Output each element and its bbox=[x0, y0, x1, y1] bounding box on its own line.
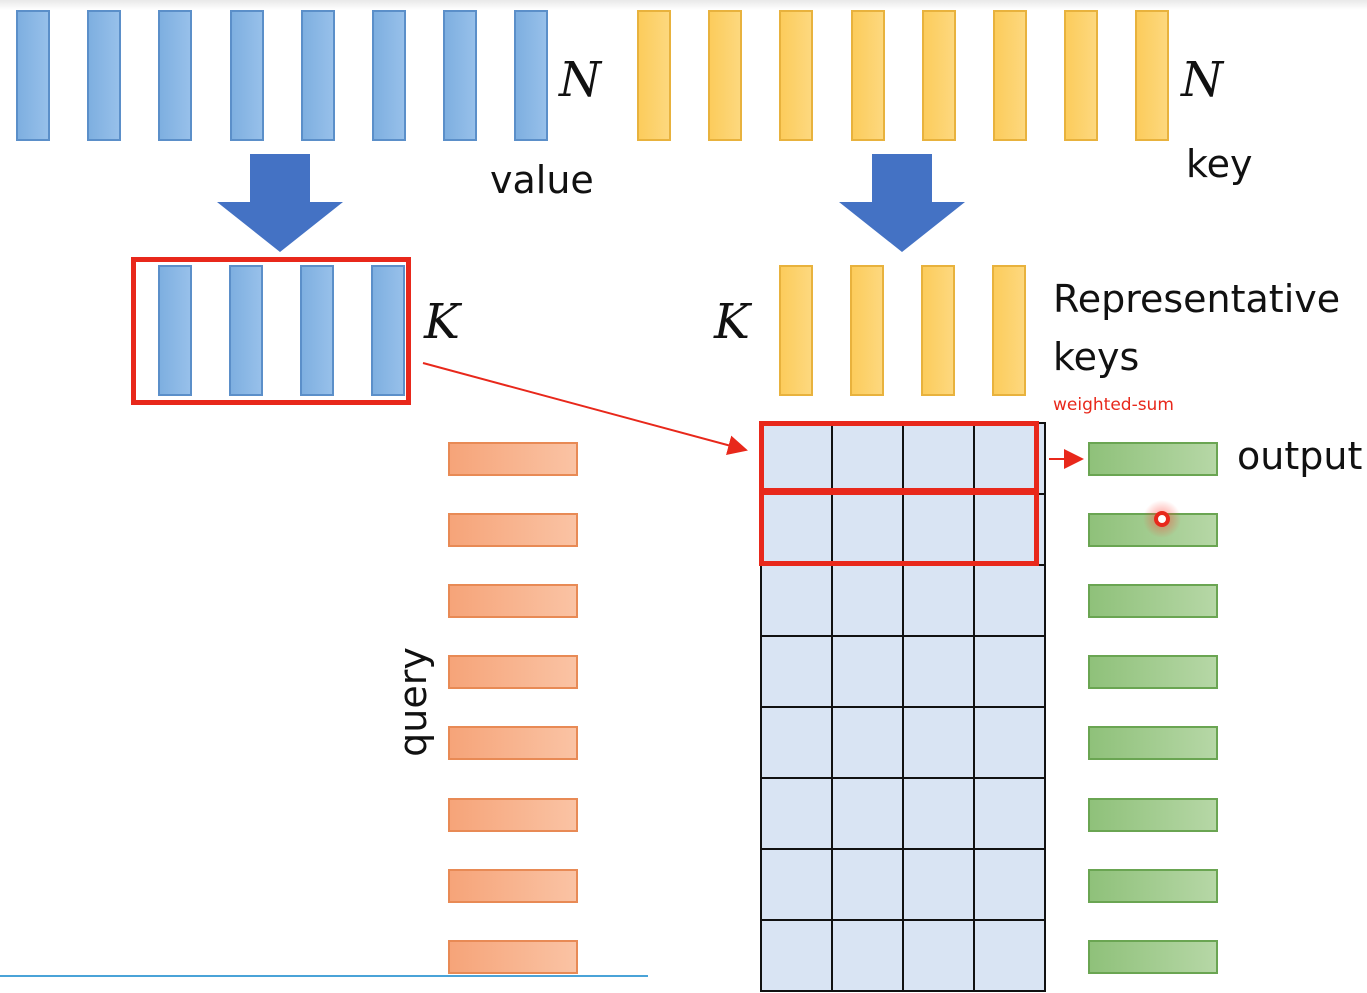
value-vector bbox=[87, 10, 122, 141]
value-vector bbox=[229, 10, 264, 141]
representative-label-line2: keys bbox=[1053, 335, 1140, 379]
progress-line bbox=[0, 975, 648, 977]
matrix-cell bbox=[760, 848, 833, 921]
cursor-indicator-icon bbox=[1143, 500, 1181, 538]
query-vector bbox=[448, 442, 578, 476]
top-shadow-strip bbox=[0, 0, 1367, 10]
matrix-cell bbox=[831, 564, 904, 637]
arrow-to-matrix bbox=[422, 362, 748, 455]
k-key-label: K bbox=[714, 294, 750, 350]
matrix-cell bbox=[831, 848, 904, 921]
output-label: output bbox=[1237, 434, 1363, 478]
output-vector bbox=[1088, 868, 1218, 903]
representative-key-vector bbox=[921, 265, 955, 396]
output-vector bbox=[1088, 797, 1218, 832]
output-vector bbox=[1088, 584, 1218, 619]
query-vector bbox=[448, 726, 578, 761]
matrix-cell bbox=[902, 919, 975, 992]
query-vector bbox=[448, 939, 578, 974]
query-vector bbox=[448, 868, 578, 903]
representative-key-vector bbox=[779, 265, 813, 396]
value-label: value bbox=[490, 158, 594, 202]
reduced-value-vector bbox=[371, 265, 405, 396]
matrix-cell bbox=[973, 422, 1046, 495]
output-vector bbox=[1088, 442, 1218, 476]
value-vector bbox=[514, 10, 549, 141]
reduced-values-highlight-box bbox=[131, 257, 411, 405]
key-vector bbox=[850, 10, 885, 141]
matrix-cell bbox=[902, 848, 975, 921]
key-vector bbox=[708, 10, 743, 141]
key-vector bbox=[1135, 10, 1170, 141]
matrix-cell bbox=[973, 493, 1046, 566]
key-vector bbox=[637, 10, 671, 141]
matrix-row-highlight-2 bbox=[759, 490, 1039, 566]
output-vector bbox=[1088, 939, 1218, 974]
matrix-cell bbox=[831, 777, 904, 850]
value-vector bbox=[16, 10, 50, 141]
matrix-cell bbox=[973, 706, 1046, 779]
matrix-cell bbox=[831, 635, 904, 708]
query-vector bbox=[448, 655, 578, 690]
matrix-cell bbox=[973, 777, 1046, 850]
reduced-value-vector bbox=[300, 265, 334, 396]
query-vector bbox=[448, 797, 578, 832]
n-value-label: N bbox=[559, 52, 601, 108]
matrix-cell bbox=[831, 706, 904, 779]
representative-key-vector bbox=[850, 265, 884, 396]
down-arrow-icon bbox=[217, 154, 343, 252]
matrix-cell bbox=[760, 706, 833, 779]
key-label: key bbox=[1186, 142, 1253, 186]
matrix-cell bbox=[902, 706, 975, 779]
representative-label-line1: Representative bbox=[1053, 277, 1341, 321]
matrix-cell bbox=[760, 919, 833, 992]
weighted-sum-label: weighted-sum bbox=[1053, 395, 1174, 415]
query-vector bbox=[448, 584, 578, 619]
output-vector bbox=[1088, 655, 1218, 690]
down-arrow-icon bbox=[839, 154, 965, 252]
key-vector bbox=[1064, 10, 1099, 141]
key-vector bbox=[993, 10, 1027, 141]
matrix-cell bbox=[831, 919, 904, 992]
value-vector bbox=[372, 10, 406, 141]
representative-key-vector bbox=[992, 265, 1026, 396]
reduced-value-vector bbox=[229, 265, 263, 396]
n-key-label: N bbox=[1181, 52, 1223, 108]
output-vector bbox=[1088, 726, 1218, 761]
matrix-cell bbox=[902, 635, 975, 708]
key-vector bbox=[779, 10, 814, 141]
key-vector bbox=[921, 10, 956, 141]
value-vector bbox=[158, 10, 193, 141]
query-vector bbox=[448, 513, 578, 548]
matrix-cell bbox=[973, 919, 1046, 992]
value-vector bbox=[300, 10, 335, 141]
matrix-cell bbox=[973, 635, 1046, 708]
value-vector bbox=[443, 10, 478, 141]
reduced-value-vector bbox=[158, 265, 192, 396]
k-value-label: K bbox=[424, 294, 460, 350]
